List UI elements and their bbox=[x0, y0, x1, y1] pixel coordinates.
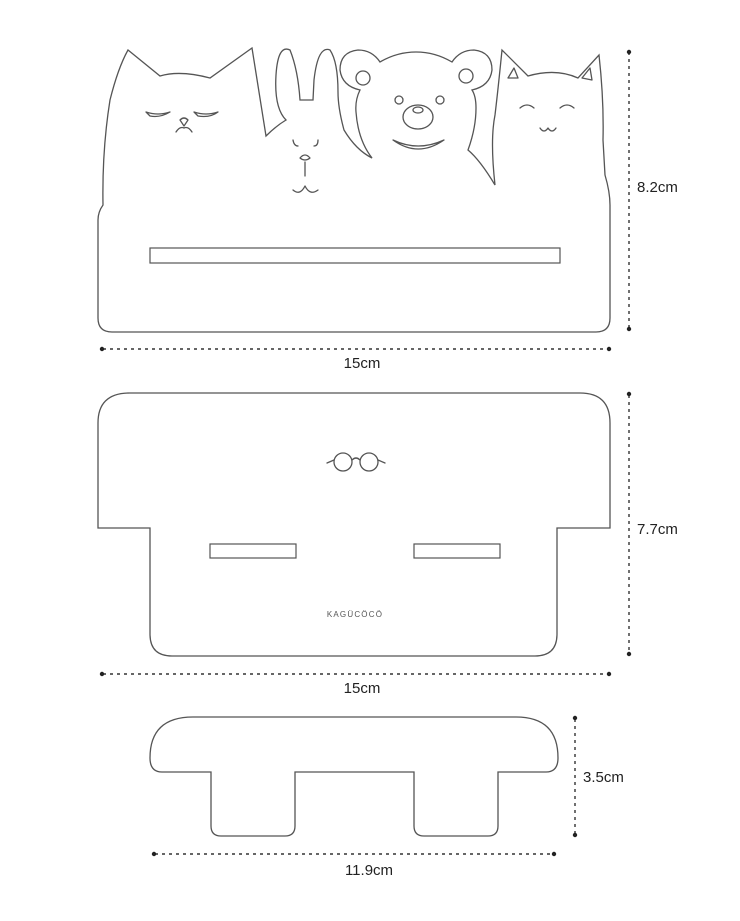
back-panel-outline bbox=[97, 46, 611, 333]
base-panel: KAGÜCÖCÖ bbox=[97, 392, 611, 657]
support-piece-height-label: 3.5cm bbox=[583, 769, 624, 786]
support-piece-width-label: 11.9cm bbox=[345, 862, 393, 879]
back-panel-height-label: 8.2cm bbox=[637, 179, 678, 196]
base-panel-slot-right bbox=[413, 543, 501, 559]
back-panel bbox=[97, 46, 611, 333]
brand-logo-text: KAGÜCÖCÖ bbox=[327, 610, 383, 619]
back-panel-slot bbox=[149, 247, 561, 264]
support-piece-outline bbox=[149, 716, 559, 837]
back-panel-width-label: 15cm bbox=[344, 355, 381, 372]
base-panel-height-dimension: 7.7cm bbox=[626, 391, 678, 657]
base-panel-slot-left bbox=[209, 543, 297, 559]
back-panel-height-dimension: 8.2cm bbox=[626, 49, 678, 332]
base-panel-height-label: 7.7cm bbox=[637, 521, 678, 538]
grumpy-cat-face-icon bbox=[145, 111, 219, 133]
support-piece-width-dimension: 11.9cm bbox=[151, 851, 557, 879]
support-piece bbox=[149, 716, 559, 837]
base-panel-width-label: 15cm bbox=[344, 680, 381, 697]
support-piece-height-dimension: 3.5cm bbox=[572, 715, 624, 838]
base-panel-outline bbox=[97, 392, 611, 657]
bear-face-icon bbox=[355, 68, 474, 150]
base-panel-width-dimension: 15cm bbox=[99, 671, 612, 697]
back-panel-width-dimension: 15cm bbox=[99, 346, 612, 372]
happy-cat-face-icon bbox=[507, 67, 593, 132]
glasses-icon bbox=[326, 452, 386, 472]
rabbit-face-icon bbox=[292, 139, 319, 193]
